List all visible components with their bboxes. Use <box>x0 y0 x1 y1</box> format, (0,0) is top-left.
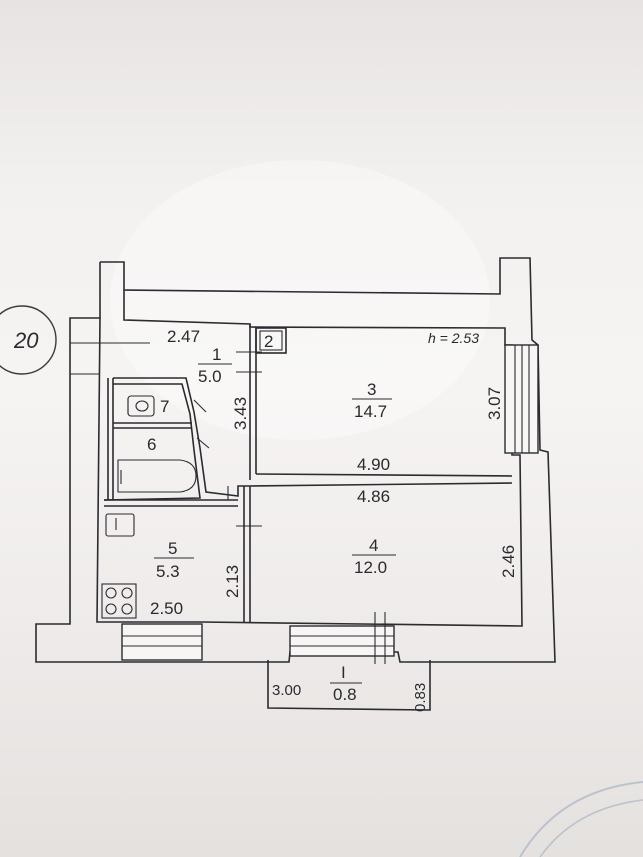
stove-icon <box>101 583 137 619</box>
fixtures <box>101 395 197 619</box>
room-5-id: 5 <box>168 539 177 558</box>
dim-room4-width: 4.86 <box>357 487 390 506</box>
room-3-id: 3 <box>367 380 376 399</box>
closet-2 <box>255 327 287 354</box>
stamp-mark <box>519 781 643 857</box>
room-4-id: 4 <box>369 536 378 555</box>
room-6-id: 6 <box>147 435 156 454</box>
room-2-id: 2 <box>264 332 273 351</box>
bottom-window-room4 <box>289 612 395 664</box>
bathtub-icon <box>117 459 197 493</box>
dim-room4-depth: 2.46 <box>499 545 518 578</box>
dim-hall-length: 3.43 <box>231 397 250 430</box>
dim-balcony-width: 3.00 <box>272 682 301 699</box>
sheet-number: 20 <box>13 328 39 353</box>
dim-balcony-depth: 0.83 <box>412 683 429 712</box>
door-marks <box>193 351 262 527</box>
toilet-icon <box>127 395 155 417</box>
sheet-number-marker: 20 <box>0 305 57 375</box>
bottom-window-kitchen <box>121 623 203 661</box>
dim-kitchen-width: 2.50 <box>150 599 183 618</box>
interior-partitions <box>103 324 513 622</box>
sink-icon <box>105 513 135 537</box>
balcony-area: 0.8 <box>333 685 357 704</box>
room-5-area: 5.3 <box>156 562 180 581</box>
room-3-area: 14.7 <box>354 402 387 421</box>
right-window <box>504 344 539 454</box>
balcony-id: I <box>341 663 346 682</box>
ceiling-height: h = 2.53 <box>428 330 479 346</box>
balcony <box>267 660 431 711</box>
dim-room3-width: 4.90 <box>357 455 390 474</box>
room-7-id: 7 <box>160 397 169 416</box>
room-4-area: 12.0 <box>354 558 387 577</box>
room-labels: 2.47 1 5.0 3.43 2 h = 2.53 3 14.7 3.07 4… <box>147 327 518 712</box>
dim-hall-width: 2.47 <box>167 327 200 346</box>
room-1-id: 1 <box>212 345 221 364</box>
dim-kitchen-depth: 2.13 <box>223 565 242 598</box>
room-1-area: 5.0 <box>198 367 222 386</box>
dim-room3-depth: 3.07 <box>485 387 504 420</box>
paper-highlight <box>110 160 490 440</box>
